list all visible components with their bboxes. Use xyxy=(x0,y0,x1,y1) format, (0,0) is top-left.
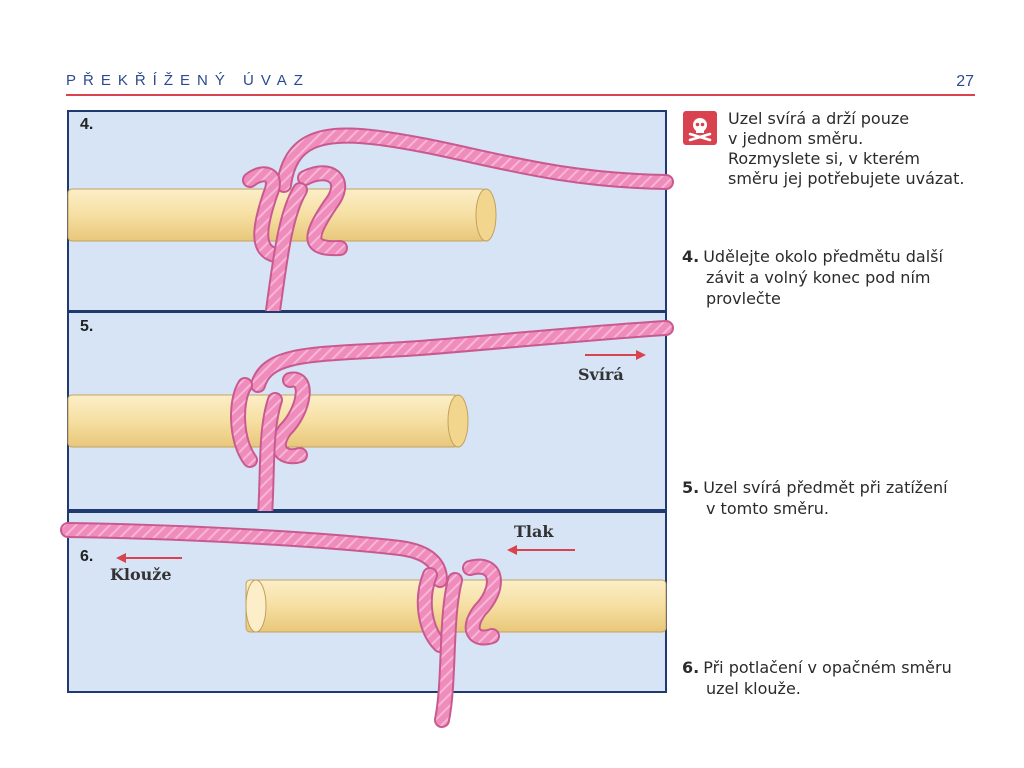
arrow-right-icon xyxy=(585,350,646,360)
panel-5 xyxy=(67,311,674,523)
panel-6 xyxy=(60,511,667,728)
step-5: 5.Uzel svírá předmět při zatížení v tomt… xyxy=(682,477,982,519)
arrow-label-klouze: Klouže xyxy=(110,565,172,584)
step-line: uzel klouže. xyxy=(706,679,801,698)
arrow-label-tlak: Tlak xyxy=(514,522,554,541)
step-4: 4.Udělejte okolo předmětu další závit a … xyxy=(682,246,982,309)
step-number: 6. xyxy=(682,658,700,677)
panel-4-label: 4. xyxy=(80,116,94,133)
step-line: provlečte xyxy=(706,289,781,308)
step-line: Uzel svírá předmět při zatížení xyxy=(703,478,948,497)
panel-5-label: 5. xyxy=(80,318,94,335)
pole-end xyxy=(447,394,469,448)
step-number: 5. xyxy=(682,478,700,497)
pole-end xyxy=(475,188,497,242)
panel-6-label: 6. xyxy=(80,548,94,565)
step-line: Udělejte okolo předmětu další xyxy=(703,247,943,266)
warning-line: Uzel svírá a drží pouze xyxy=(728,109,910,128)
warning-line: Rozmyslete si, v kterém xyxy=(728,149,921,168)
skull-crossbones-icon xyxy=(683,111,717,145)
step-line: Při potlačení v opačném směru xyxy=(703,658,952,677)
arrow-left-icon xyxy=(116,553,182,563)
warning-line: směru jej potřebujete uvázat. xyxy=(728,169,965,188)
panel-4 xyxy=(67,110,674,326)
step-line: v tomto směru. xyxy=(706,499,829,518)
step-number: 4. xyxy=(682,247,700,266)
step-line: závit a volný konec pod ním xyxy=(706,268,931,287)
pole-end xyxy=(245,579,267,633)
warning-text: Uzel svírá a drží pouze v jednom směru. … xyxy=(728,109,1008,189)
arrow-label-svira: Svírá xyxy=(578,365,624,384)
step-6: 6.Při potlačení v opačném směru uzel klo… xyxy=(682,657,982,699)
page-title: PŘEKŘÍŽENÝ ÚVAZ xyxy=(66,72,310,89)
warning-line: v jednom směru. xyxy=(728,129,864,148)
arrow-left-icon xyxy=(507,545,575,555)
page-number: 27 xyxy=(956,73,974,90)
header-rule xyxy=(66,94,975,96)
